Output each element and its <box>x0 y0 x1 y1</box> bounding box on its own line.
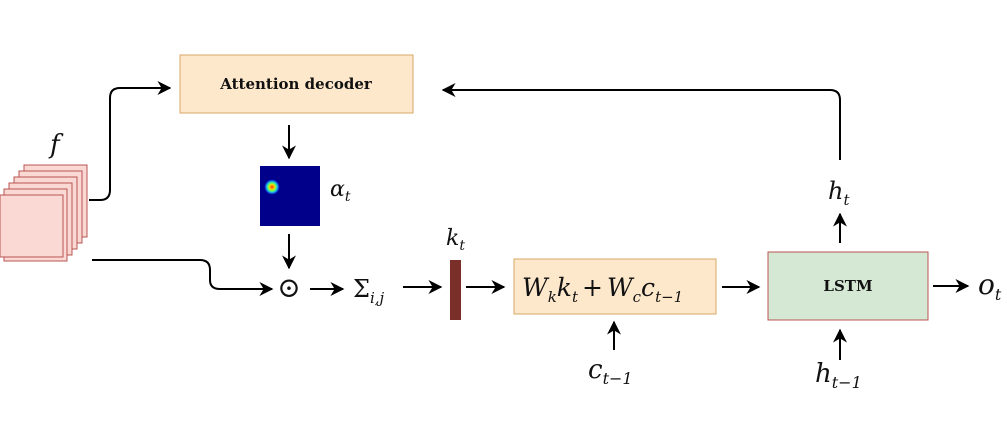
arrow-f-to-decoder <box>89 81 172 201</box>
label-h-prev: ht−1 <box>815 359 862 392</box>
label-f: f <box>48 130 64 160</box>
label-o: ot <box>978 268 1002 304</box>
feature-map-layer <box>0 194 64 258</box>
sum-symbol: Σi,j <box>353 275 385 307</box>
label-alpha: αt <box>330 177 351 205</box>
label-h: ht <box>828 177 850 209</box>
attention-decoder-box <box>179 54 414 114</box>
context-vector-bar <box>450 260 461 320</box>
arrow-h-to-decoder <box>441 83 841 160</box>
arrow-f-to-odot <box>92 259 274 296</box>
odot-symbol: ⊙ <box>277 271 300 304</box>
lstm-box <box>767 251 929 321</box>
combine-formula: Wkkt+Wcct−1 <box>522 273 683 306</box>
attention-peak <box>264 179 280 195</box>
combine-box <box>513 258 717 315</box>
label-k: kt <box>446 226 465 254</box>
feature-map-stack <box>0 164 88 262</box>
lstm-label: LSTM <box>823 277 872 295</box>
attention-heatmap <box>260 166 320 226</box>
attention-decoder-label: Attention decoder <box>219 75 373 93</box>
label-c-prev: ct−1 <box>588 355 633 388</box>
